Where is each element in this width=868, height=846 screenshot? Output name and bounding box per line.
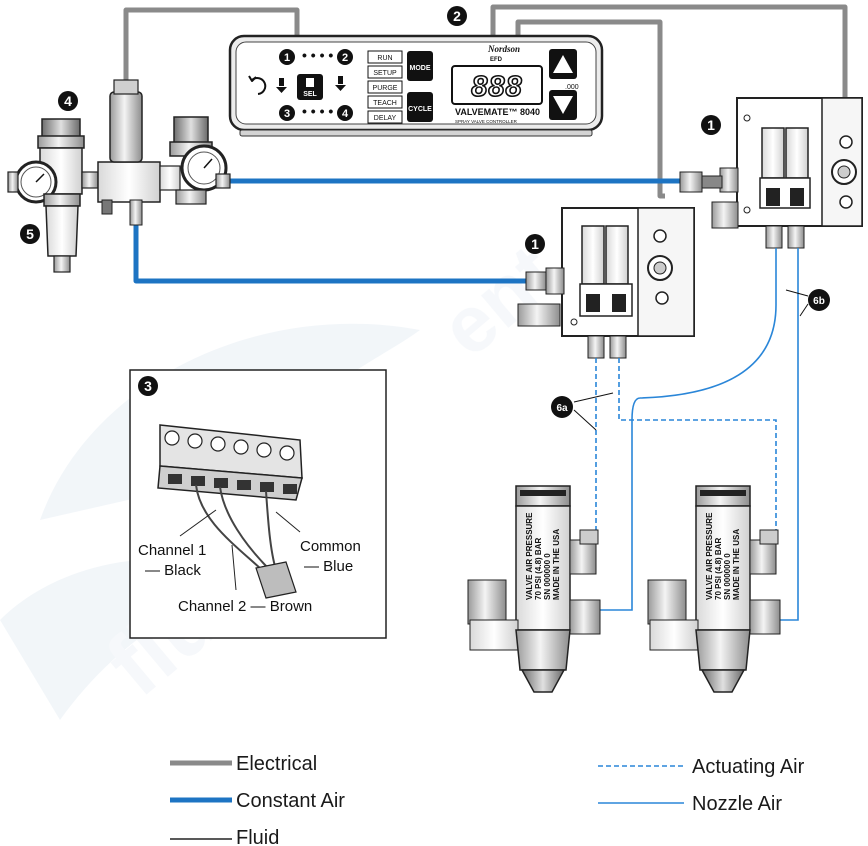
menu-teach: TEACH: [373, 100, 397, 107]
svg-text:1: 1: [284, 52, 290, 64]
svg-text:5: 5: [26, 226, 34, 242]
svg-text:3: 3: [144, 378, 152, 394]
controller-channel-3-marker: 3: [279, 105, 295, 121]
svg-text:CYCLE: CYCLE: [408, 106, 432, 113]
mode-button[interactable]: MODE: [407, 51, 433, 81]
menu-delay: DELAY: [374, 115, 397, 122]
svg-text:2: 2: [342, 52, 348, 64]
common-label: Common: [300, 538, 361, 555]
svg-text:MADE IN THE USA: MADE IN THE USA: [552, 529, 561, 600]
brand-sub: EFD: [490, 57, 503, 63]
callout-1-left: 1: [525, 234, 545, 254]
callout-2: 2: [447, 6, 467, 26]
model-name: VALVEMATE™ 8040: [455, 107, 540, 117]
svg-text:Fluid: Fluid: [236, 827, 279, 846]
menu-purge: PURGE: [373, 85, 398, 92]
down-arrow-button[interactable]: [549, 90, 577, 120]
connector-inset: Channel 1 — Black Common — Blue Channel …: [130, 370, 386, 638]
svg-text:Actuating Air: Actuating Air: [692, 756, 805, 778]
svg-text:6a: 6a: [556, 403, 568, 414]
svg-text:70 PSI (4.8) BAR: 70 PSI (4.8) BAR: [534, 538, 543, 600]
svg-text:SN 000000 0: SN 000000 0: [723, 553, 732, 600]
svg-text:Electrical: Electrical: [236, 753, 317, 775]
legend-fluid: Fluid: [170, 827, 279, 846]
brand-logo: Nordson: [487, 44, 520, 54]
legend: Electrical Constant Air Fluid Actuating …: [170, 753, 805, 846]
controller-channel-4-marker: 4: [337, 105, 353, 121]
svg-text:VALVE AIR PRESSURE: VALVE AIR PRESSURE: [705, 512, 714, 600]
svg-text:1: 1: [531, 236, 539, 252]
spray-valve-left: VALVE AIR PRESSURE 70 PSI (4.8) BAR SN 0…: [468, 486, 600, 692]
svg-text:SEL: SEL: [303, 91, 317, 98]
up-arrow-button[interactable]: [549, 49, 577, 79]
callout-6a: 6a: [551, 393, 613, 430]
menu-setup: SETUP: [373, 70, 397, 77]
controller-channel-1-marker: 1: [279, 49, 295, 65]
svg-text:Nozzle Air: Nozzle Air: [692, 793, 782, 815]
channel2-label: Channel 2 — Brown: [178, 598, 312, 615]
svg-text:70 PSI (4.8) BAR: 70 PSI (4.8) BAR: [714, 538, 723, 600]
svg-text:2: 2: [453, 8, 461, 24]
callout-5: 5: [20, 224, 40, 244]
legend-constant-air: Constant Air: [170, 790, 345, 812]
svg-text:VALVE AIR PRESSURE: VALVE AIR PRESSURE: [525, 512, 534, 600]
controller-display: 888: [452, 66, 542, 104]
legend-actuating-air: Actuating Air: [598, 756, 805, 778]
controller-unit: 1 • • • • 2 3 • • • • 4 SEL: [230, 36, 602, 136]
callout-4: 4: [58, 91, 78, 111]
controller-menu: RUN SETUP PURGE TEACH DELAY: [368, 51, 402, 123]
svg-text:• • • •: • • • •: [302, 103, 333, 119]
channel1-color: — Black: [145, 562, 201, 579]
model-subtitle: SPRAY VALVE CONTROLLER: [455, 119, 518, 124]
decimal-indicator: .000: [565, 84, 579, 91]
select-button[interactable]: SEL: [297, 74, 323, 100]
svg-text:ent: ent: [424, 228, 573, 373]
cycle-button[interactable]: CYCLE: [407, 92, 433, 122]
svg-text:888: 888: [471, 71, 522, 103]
svg-text:1: 1: [707, 117, 715, 133]
callout-6b: 6b: [786, 289, 830, 316]
svg-text:MODE: MODE: [410, 65, 431, 72]
callout-1-right: 1: [701, 115, 721, 135]
controller-channel-2-marker: 2: [337, 49, 353, 65]
valve-body-left: [518, 208, 694, 358]
svg-text:4: 4: [342, 108, 349, 120]
svg-text:• • • •: • • • •: [302, 47, 333, 63]
svg-text:4: 4: [64, 93, 72, 109]
spray-valve-right: VALVE AIR PRESSURE 70 PSI (4.8) BAR SN 0…: [648, 486, 780, 692]
common-color: — Blue: [304, 558, 353, 575]
svg-text:Constant Air: Constant Air: [236, 790, 345, 812]
svg-text:3: 3: [284, 108, 290, 120]
svg-text:6b: 6b: [813, 296, 825, 307]
svg-text:SN 000000 0: SN 000000 0: [543, 553, 552, 600]
callout-3: 3: [138, 376, 158, 396]
svg-text:MADE IN THE USA: MADE IN THE USA: [732, 529, 741, 600]
menu-run: RUN: [377, 55, 392, 62]
legend-nozzle-air: Nozzle Air: [598, 793, 782, 815]
legend-electrical: Electrical: [170, 753, 317, 775]
channel1-label: Channel 1: [138, 542, 206, 559]
filter-regulator-assembly: [8, 80, 230, 272]
